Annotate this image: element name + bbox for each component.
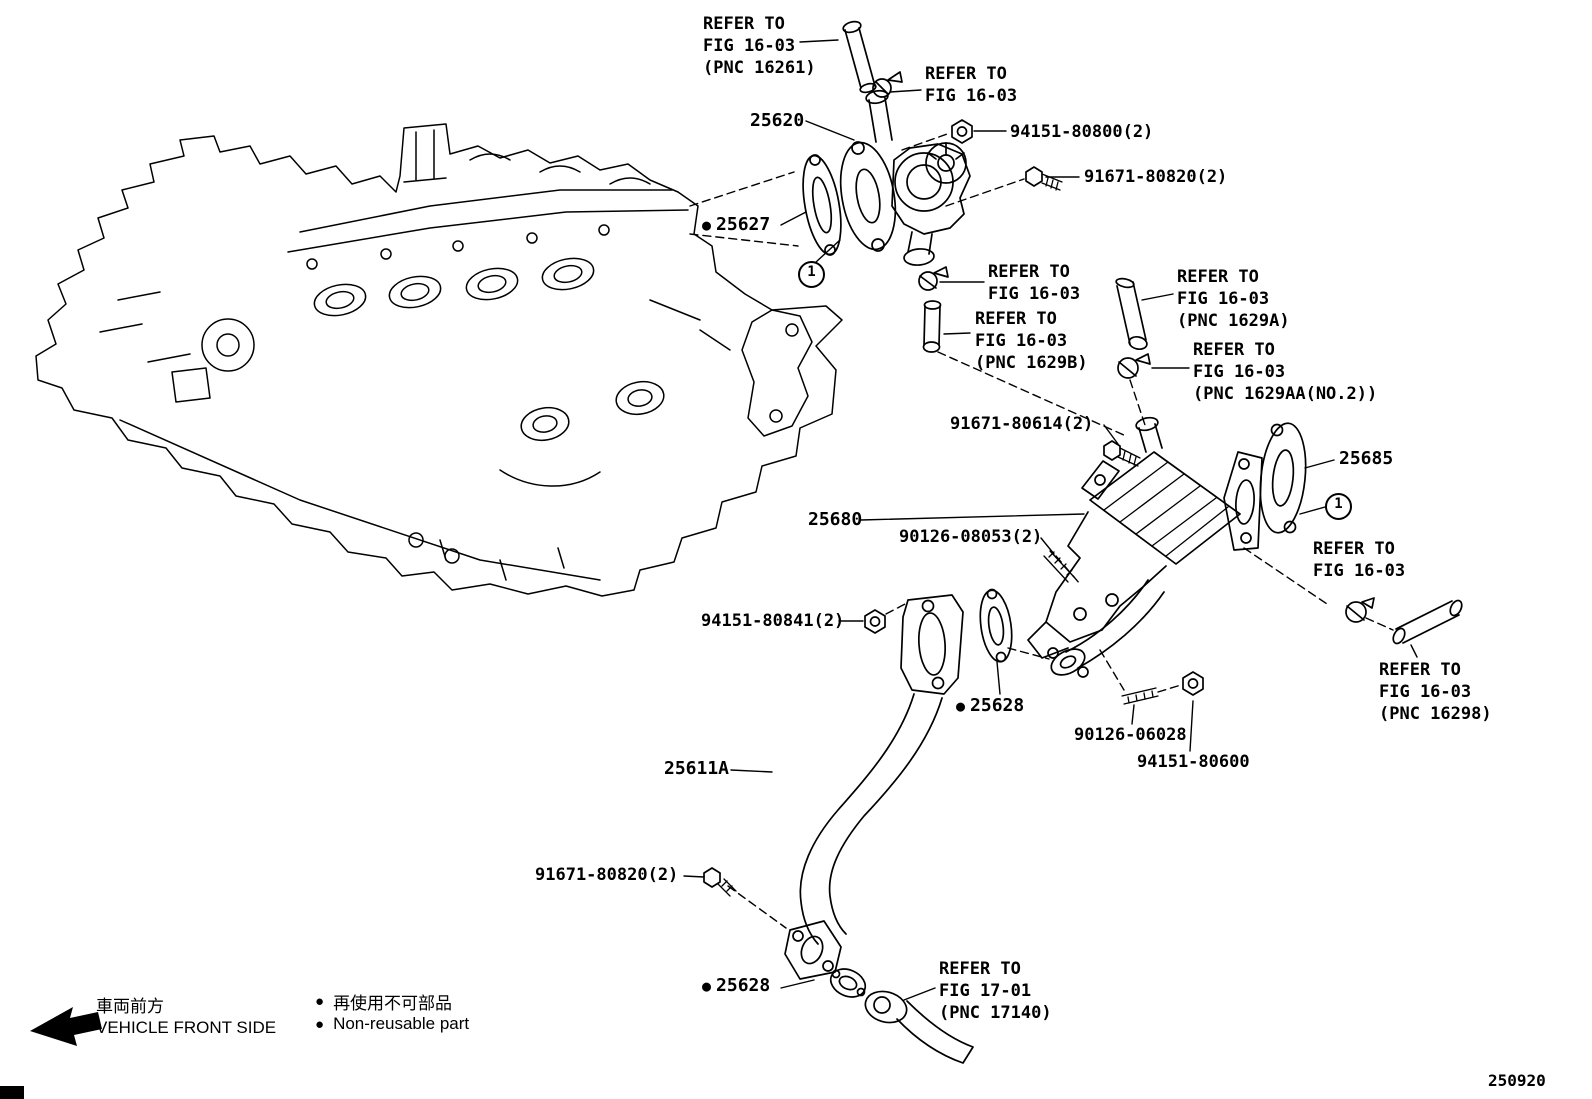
vehicle-front-label-jp: 車両前方 <box>96 997 164 1016</box>
hose-clamp-icon-right <box>1345 597 1375 623</box>
part-callout-25628-lower[interactable]: ● 25628 <box>702 975 770 997</box>
callout-index-1a[interactable]: 1 <box>798 261 825 288</box>
part-callout-25680[interactable]: 25680 <box>808 509 863 530</box>
hose-clamp-icon-top <box>872 71 903 98</box>
assembly-dashed-lines <box>689 132 1394 929</box>
refer-note-pnc1629b[interactable]: REFER TO FIG 16-03 (PNC 1629B) <box>975 309 1088 373</box>
bolt-91671-80614-icon <box>1103 440 1141 467</box>
nut-94151-80841-icon <box>864 609 886 634</box>
exhaust-pipe-17140 <box>864 990 974 1064</box>
refer-note-fig1603-right[interactable]: REFER TO FIG 16-03 <box>1313 539 1406 581</box>
gasket-25685 <box>1259 422 1307 534</box>
part-callout-90126-08053[interactable]: 90126-08053(2) <box>899 527 1043 547</box>
hose-clamp-icon-1629aa <box>1117 353 1151 379</box>
hose-pnc1629b <box>922 300 942 353</box>
part-callout-25627[interactable]: ● 25627 <box>702 214 770 236</box>
pipe-flange-gasket <box>900 594 964 695</box>
hose-pnc16261 <box>842 20 877 94</box>
gasket-25627 <box>802 154 842 256</box>
bolt-91671-80820-upper-icon <box>1025 166 1063 191</box>
part-callout-25628-upper[interactable]: ● 25628 <box>956 695 1024 717</box>
hose-clamp-icon-mid <box>918 266 949 291</box>
vehicle-front-arrow <box>30 1007 102 1046</box>
part-number-25628-upper: 25628 <box>970 695 1025 716</box>
bolt-91671-80820-lower-icon <box>703 867 737 897</box>
diagram-code: 250920 <box>1488 1071 1546 1090</box>
non-reusable-bullet-icon: ● <box>315 1015 325 1033</box>
refer-note-pnc17140[interactable]: REFER TO FIG 17-01 (PNC 17140) <box>939 959 1052 1023</box>
part-callout-91671-80614[interactable]: 91671-80614(2) <box>950 414 1094 434</box>
non-reusable-bullet-icon: ● <box>956 696 966 715</box>
egr-pipe-25611a <box>784 693 943 980</box>
nut-94151-80800-icon <box>951 119 973 144</box>
refer-note-pnc16298[interactable]: REFER TO FIG 16-03 (PNC 16298) <box>1379 660 1492 724</box>
legend-non-reusable-en: ● Non-reusable part <box>315 1014 469 1034</box>
refer-note-pnc1629a[interactable]: REFER TO FIG 16-03 (PNC 1629A) <box>1177 267 1290 331</box>
part-callout-91671-80820-upper[interactable]: 91671-80820(2) <box>1084 167 1228 187</box>
vehicle-front-label-en: VEHICLE FRONT SIDE <box>96 1018 277 1037</box>
part-number-25627: 25627 <box>716 214 771 235</box>
legend-non-reusable-jp: ● 再使用不可部品 <box>315 989 452 1014</box>
legend-text-jp: 再使用不可部品 <box>333 994 453 1013</box>
hose-pnc16298 <box>1392 599 1463 645</box>
refer-note-pnc16261[interactable]: REFER TO FIG 16-03 (PNC 16261) <box>703 14 816 78</box>
non-reusable-bullet-icon: ● <box>702 215 712 234</box>
non-reusable-bullet-icon: ● <box>702 976 712 995</box>
part-callout-25685[interactable]: 25685 <box>1339 448 1394 469</box>
gasket-25628-lower <box>829 968 867 998</box>
part-callout-91671-80820-lower[interactable]: 91671-80820(2) <box>535 865 679 885</box>
engine-line-art <box>35 123 843 597</box>
part-number-25628-lower: 25628 <box>716 975 771 996</box>
refer-note-pnc1629aa[interactable]: REFER TO FIG 16-03 (PNC 1629AA(NO.2)) <box>1193 340 1378 404</box>
part-callout-25620[interactable]: 25620 <box>750 110 805 131</box>
callout-index-1b[interactable]: 1 <box>1325 493 1352 520</box>
part-callout-90126-06028[interactable]: 90126-06028 <box>1074 725 1187 745</box>
part-callout-94151-80841[interactable]: 94151-80841(2) <box>701 611 845 631</box>
non-reusable-bullet-icon: ● <box>315 993 325 1010</box>
part-callout-94151-80800[interactable]: 94151-80800(2) <box>1010 122 1154 142</box>
legend-text-en: Non-reusable part <box>333 1014 470 1033</box>
nut-94151-80600-icon <box>1182 671 1204 696</box>
hose-pnc1629a <box>1115 277 1148 351</box>
egr-valve-25620 <box>839 89 971 266</box>
stud-90126-06028-icon <box>1121 687 1159 705</box>
corner-artifact <box>0 1086 24 1099</box>
refer-note-fig1603-mid[interactable]: REFER TO FIG 16-03 <box>988 262 1081 304</box>
stud-90126-08053-icon <box>1043 550 1075 583</box>
part-callout-94151-80600[interactable]: 94151-80600 <box>1137 752 1250 772</box>
refer-note-fig1603-top[interactable]: REFER TO FIG 16-03 <box>925 64 1018 106</box>
gasket-25628-upper <box>979 588 1013 663</box>
leader-lines <box>683 39 1418 1001</box>
egr-cooler-25680 <box>1027 416 1263 678</box>
part-callout-25611a[interactable]: 25611A <box>664 758 730 779</box>
